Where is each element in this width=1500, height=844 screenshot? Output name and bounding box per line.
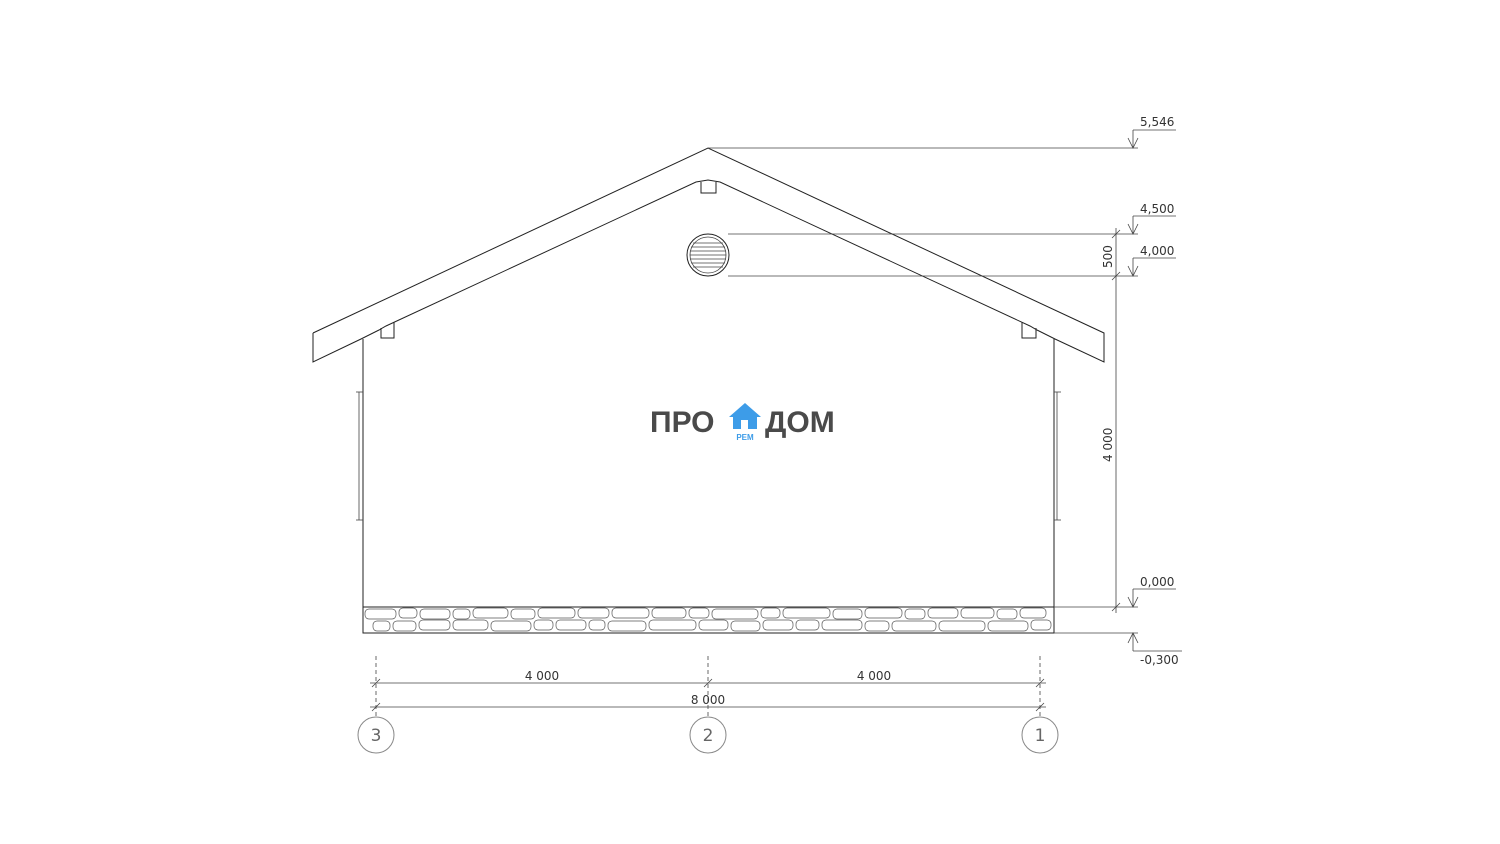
dim-total: 8 000 xyxy=(691,693,725,707)
level-ridge: 5,546 xyxy=(1140,115,1174,129)
foundation-stone xyxy=(904,608,926,620)
foundation-stone xyxy=(372,620,391,632)
roof xyxy=(312,147,1105,363)
foundation-stone xyxy=(364,608,397,620)
foundation-stone xyxy=(795,619,820,631)
axis-bubble xyxy=(1021,716,1059,754)
vertical-dimensions: 500 4 000 xyxy=(1101,228,1121,613)
foundation-stone xyxy=(688,607,710,619)
foundation-stone xyxy=(510,608,536,620)
foundation-stone xyxy=(996,608,1018,620)
foundation-stone xyxy=(832,608,863,620)
foundation-stone xyxy=(419,608,451,620)
foundation-stone xyxy=(1019,607,1047,619)
foundation-stone xyxy=(452,619,489,631)
level-ground: -0,300 xyxy=(1140,653,1179,667)
dim-left-span: 4 000 xyxy=(525,669,559,683)
foundation-stone xyxy=(711,608,759,620)
foundation-stone xyxy=(651,607,687,619)
grid-axes: 3 2 1 xyxy=(357,716,1059,754)
level-vent-bottom: 4,000 xyxy=(1140,244,1174,258)
foundation-stone xyxy=(1030,619,1052,631)
axis-bubble xyxy=(689,716,727,754)
foundation-stone xyxy=(490,620,532,632)
foundation-stone xyxy=(392,620,417,632)
foundation-stone xyxy=(611,607,650,619)
dim-vent-height: 500 xyxy=(1101,245,1115,268)
foundation-stone xyxy=(398,607,418,619)
foundation-stone xyxy=(533,619,554,631)
foundation-stone xyxy=(418,619,451,631)
logo-sub: РЕМ xyxy=(736,433,754,442)
dim-right-span: 4 000 xyxy=(857,669,891,683)
foundation-stone xyxy=(864,620,890,632)
foundation-stone xyxy=(960,607,995,619)
logo: ПРО РЕМ ДОМ xyxy=(650,403,835,442)
foundation-stone xyxy=(555,619,587,631)
foundation-stone xyxy=(607,620,647,632)
foundation-stone xyxy=(927,607,959,619)
house-icon xyxy=(729,403,761,429)
foundation-stone xyxy=(891,620,937,632)
foundation-stone xyxy=(730,620,761,632)
axis-label-1: 1 xyxy=(1035,726,1046,746)
walls xyxy=(356,339,1061,607)
level-vent-top: 4,500 xyxy=(1140,202,1174,216)
foundation-stone xyxy=(938,620,986,632)
level-floor: 0,000 xyxy=(1140,575,1174,589)
foundation-stone xyxy=(987,620,1029,632)
axis-label-3: 3 xyxy=(371,726,382,746)
logo-left-word: ПРО xyxy=(650,406,715,439)
dim-wall-height: 4 000 xyxy=(1101,428,1115,462)
foundation-stone xyxy=(762,619,794,631)
foundation-stone xyxy=(760,607,781,619)
foundation-stone xyxy=(782,607,831,619)
logo-right-word: ДОМ xyxy=(765,406,835,439)
level-marks: 5,546 4,500 4,000 0,000 -0,300 xyxy=(708,115,1182,667)
foundation-stone xyxy=(577,607,610,619)
axis-bubble xyxy=(357,716,395,754)
foundation-stone xyxy=(472,607,509,619)
foundation-stone xyxy=(452,608,471,620)
horizontal-dimensions: 4 000 4 000 8 000 xyxy=(370,656,1046,716)
axis-label-2: 2 xyxy=(703,726,714,746)
foundation-stone xyxy=(821,619,863,631)
foundation xyxy=(362,606,1055,634)
foundation-stone xyxy=(537,607,576,619)
foundation-stone xyxy=(648,619,697,631)
foundation-stone xyxy=(698,619,729,631)
foundation-stone xyxy=(864,607,903,619)
vent-grille-icon xyxy=(686,233,730,277)
foundation-stone xyxy=(588,619,606,631)
